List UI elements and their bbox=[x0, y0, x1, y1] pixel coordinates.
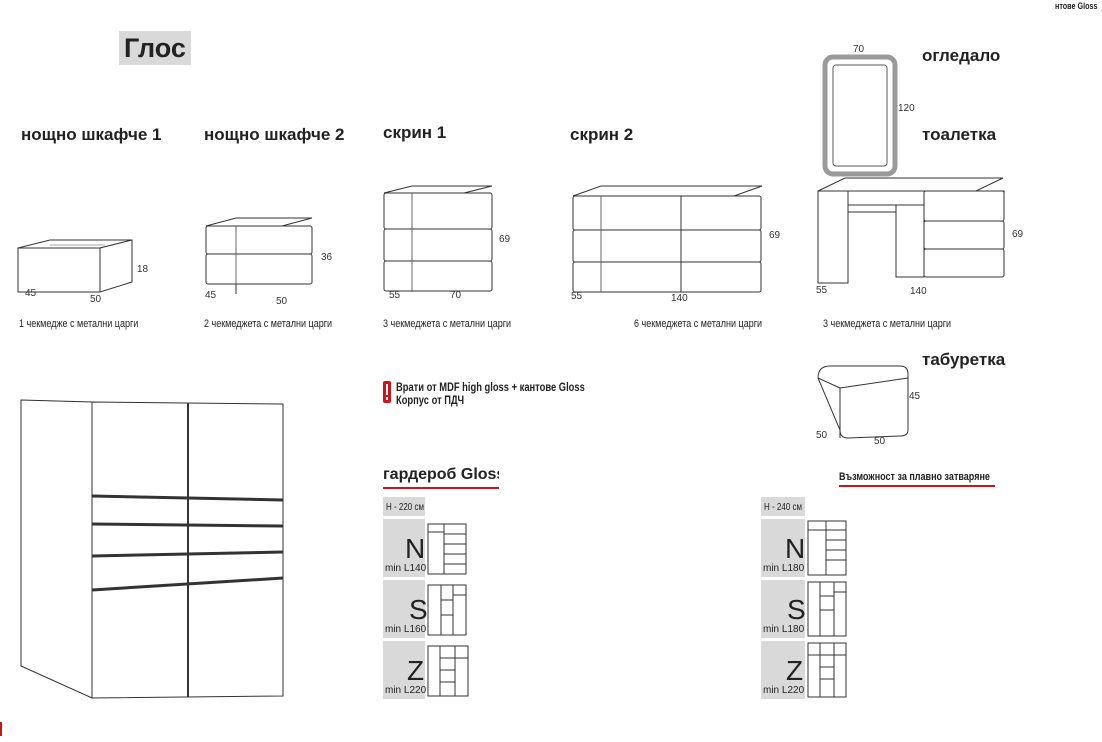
soft-close-underline bbox=[839, 485, 995, 487]
wardrobe-title: гардероб Gloss bbox=[383, 466, 499, 483]
exclamation-icon bbox=[383, 381, 391, 403]
mirror-width: 70 bbox=[853, 44, 865, 55]
chest-2-drawing bbox=[572, 185, 763, 293]
config-cell-s bbox=[383, 580, 425, 638]
edge-marker bbox=[0, 722, 2, 736]
product-title-chest-1: скрин 1 bbox=[383, 123, 447, 142]
page-title: Глос bbox=[119, 31, 191, 65]
dim-width: 50 bbox=[276, 296, 288, 307]
config-letter-z: Z bbox=[786, 655, 804, 686]
config-min-length: min L220 bbox=[763, 685, 805, 696]
wardrobe-title-underline bbox=[383, 487, 499, 489]
dim-height: 18 bbox=[137, 264, 149, 275]
dim-depth: 55 bbox=[571, 291, 583, 302]
dim-width: 50 bbox=[90, 294, 102, 305]
dim-height: 69 bbox=[1012, 229, 1024, 240]
product-title-nightstand-2: нощно шкафче 2 bbox=[204, 125, 345, 144]
height-label: H - 240 см bbox=[764, 502, 802, 513]
dim-width: 140 bbox=[910, 286, 927, 297]
config-letter-n: N bbox=[785, 533, 806, 564]
product-caption: 3 чекмеджета с метални царги bbox=[383, 318, 512, 330]
height-label: H - 220 см bbox=[386, 502, 424, 513]
product-title-stool: табуретка bbox=[922, 350, 1006, 369]
product-title-dressing-table: тоалетка bbox=[922, 125, 997, 144]
product-title-mirror: огледало bbox=[922, 46, 1001, 65]
config-cell-z bbox=[761, 641, 805, 699]
wardrobe-drawing bbox=[20, 399, 284, 699]
config-cell-s bbox=[761, 580, 805, 638]
product-caption: 3 чекмеджета с метални царги bbox=[823, 318, 952, 330]
note-line-2: Корпус от ПДЧ bbox=[396, 393, 465, 407]
config-cell-n bbox=[383, 519, 425, 577]
config-letter-s: S bbox=[787, 594, 806, 625]
config-letter-s: S bbox=[409, 594, 428, 625]
dim-depth: 50 bbox=[816, 430, 828, 441]
dim-depth: 55 bbox=[389, 290, 401, 301]
header-snippet: нтове Gloss bbox=[1055, 1, 1098, 11]
product-title-chest-2: скрин 2 bbox=[570, 125, 634, 144]
nightstand-1-drawing bbox=[17, 239, 133, 293]
product-title-nightstand-1: нощно шкафче 1 bbox=[21, 125, 162, 144]
dim-depth: 45 bbox=[25, 288, 37, 299]
dim-height: 69 bbox=[769, 230, 781, 241]
dim-width: 140 bbox=[671, 293, 688, 304]
config-letter-n: N bbox=[405, 533, 426, 564]
nightstand-2-drawing bbox=[205, 217, 313, 294]
config-diagrams-right bbox=[807, 520, 847, 698]
height-label-box bbox=[761, 497, 805, 516]
dressing-table-drawing bbox=[817, 177, 1005, 284]
height-label-box bbox=[383, 497, 425, 516]
config-cell-n bbox=[761, 519, 805, 577]
dim-height: 36 bbox=[321, 252, 333, 263]
note-line-1: Врати от MDF high gloss + кантове Gloss bbox=[396, 380, 585, 394]
mirror-height: 120 bbox=[898, 103, 915, 114]
dim-depth: 45 bbox=[205, 290, 217, 301]
dim-width: 50 bbox=[874, 436, 886, 447]
config-min-length: min L220 bbox=[385, 685, 427, 696]
config-diagrams-left bbox=[427, 523, 469, 697]
dim-depth: 55 bbox=[816, 285, 828, 296]
product-caption: 1 чекмедже с метални царги bbox=[19, 318, 139, 330]
dim-height: 45 bbox=[909, 391, 921, 402]
config-min-length: min L180 bbox=[763, 563, 805, 574]
product-caption: 2 чекмеджета с метални царги bbox=[204, 318, 333, 330]
config-min-length: min L180 bbox=[763, 624, 805, 635]
soft-close-label: Възможност за плавно затваряне bbox=[839, 471, 990, 483]
mirror-drawing bbox=[822, 54, 898, 177]
wardrobe-title-clip: гардероб Gloss bbox=[383, 466, 499, 488]
config-letter-z: Z bbox=[407, 655, 425, 686]
product-caption: 6 чекмеджета с метални царги bbox=[634, 318, 763, 330]
chest-1-drawing bbox=[383, 185, 493, 292]
dim-width: 70 bbox=[450, 290, 462, 301]
stool-drawing bbox=[817, 365, 909, 439]
config-min-length: min L160 bbox=[385, 624, 427, 635]
dim-height: 69 bbox=[499, 234, 511, 245]
config-min-length: min L140 bbox=[385, 563, 427, 574]
config-cell-z bbox=[383, 641, 425, 699]
